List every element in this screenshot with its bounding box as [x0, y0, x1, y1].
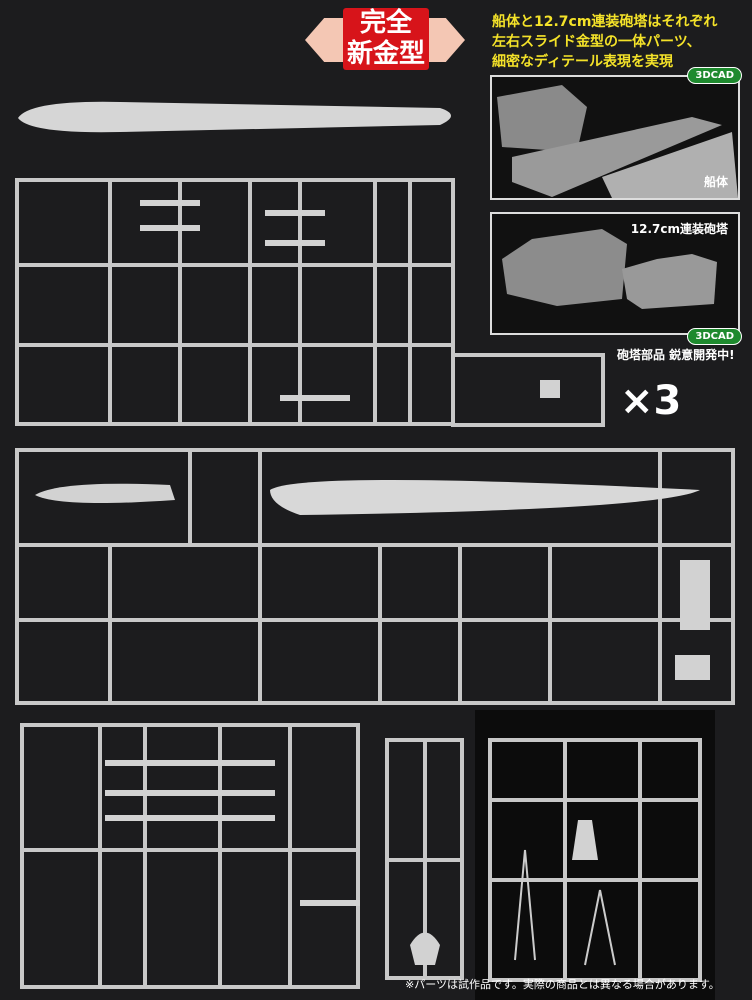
sprue-b — [15, 448, 735, 705]
sprue-d — [385, 738, 464, 980]
sprue-c — [20, 723, 360, 989]
sprue-a — [15, 178, 605, 427]
multiplier-label: ×3 — [620, 378, 682, 424]
badge-text: 完全 新金型 — [343, 8, 429, 70]
cad-label-turret: 12.7cm連装砲塔 — [630, 222, 728, 236]
disclaimer-footnote: ※パーツは試作品です。実際の商品とは異なる場合があります。 — [405, 978, 720, 991]
turret-development-note: 砲塔部品 鋭意開発中! — [617, 348, 735, 362]
cad-turret-panel: 12.7cm連装砲塔 3DCAD — [490, 212, 742, 345]
headline-text: 船体と12.7cm連装砲塔はそれぞれ 左右スライド金型の一体パーツ、 細密なディ… — [492, 14, 718, 70]
cad-label-hull: 船体 — [703, 175, 728, 189]
hull-cad-render — [497, 85, 738, 198]
new-mold-badge: 完全 新金型 — [305, 8, 465, 74]
sprue-e — [488, 738, 702, 982]
cad-hull-panel: 船体 3DCAD — [490, 67, 742, 200]
3dcad-tag: 3DCAD — [687, 328, 742, 345]
3dcad-tag: 3DCAD — [687, 67, 742, 84]
turret-cad-render — [502, 229, 717, 309]
ship-hull — [18, 101, 451, 133]
